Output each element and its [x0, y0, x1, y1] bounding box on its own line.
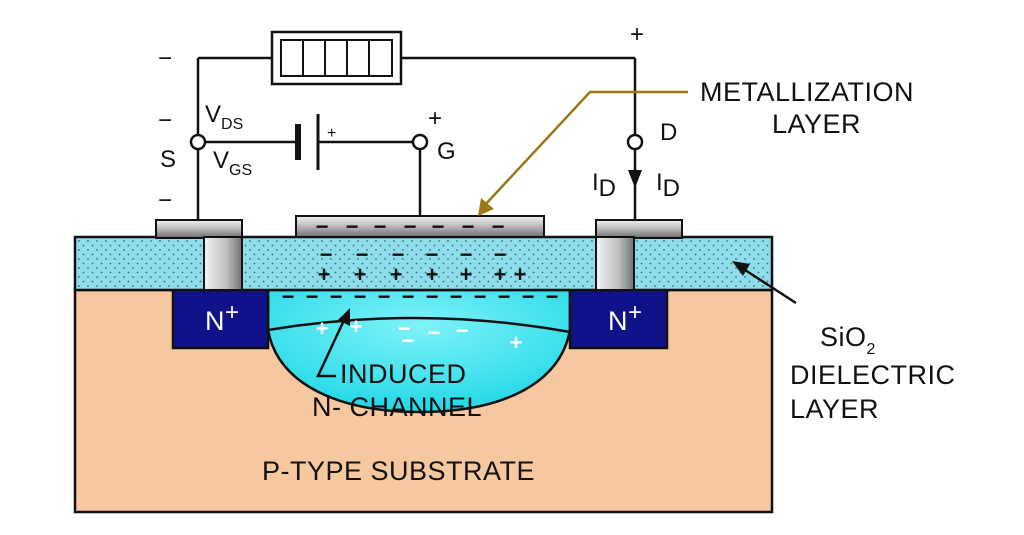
charge-signs: −−−−−−−−−−−−−+++++++−−−−−−−−−−−−++−−−−+ — [282, 214, 559, 355]
channel-electron: − — [450, 284, 463, 309]
gate-plus-sign: + — [428, 105, 442, 132]
drain-contact — [595, 219, 683, 291]
drain-label: D — [660, 119, 677, 146]
oxide-negative-charge: − — [460, 242, 473, 267]
substrate-hole: + — [316, 316, 329, 341]
channel-electron: − — [546, 284, 559, 309]
channel-electron: − — [306, 284, 319, 309]
sio2-label-line3: LAYER — [790, 394, 879, 424]
gate-negative-charge: − — [346, 214, 359, 239]
source-label: S — [160, 146, 176, 173]
drain-terminal-node — [626, 133, 644, 151]
gate-battery-plus-sign: + — [327, 125, 336, 142]
oxide-negative-charge: − — [426, 242, 439, 267]
gate-terminal-node — [411, 133, 429, 151]
gate-negative-charge: − — [374, 214, 387, 239]
vds-label: VDS — [205, 101, 243, 133]
drain-current-arrow — [628, 170, 642, 188]
sio2-callout-arrow — [732, 261, 797, 305]
metallization-callout-arrow — [478, 90, 688, 216]
gate-metallization — [295, 215, 545, 238]
source-minus-sign: − — [158, 187, 172, 214]
channel-electron: − — [282, 284, 295, 309]
oxide-positive-charge: + — [514, 262, 527, 287]
oxide-positive-charge: + — [318, 262, 331, 287]
gate-negative-charge: − — [316, 214, 329, 239]
channel-electron: − — [398, 316, 411, 341]
channel-electron: − — [456, 318, 469, 343]
circuit-wires — [196, 56, 637, 220]
drain-current-label-left: ID — [592, 169, 616, 202]
channel-electron: − — [354, 284, 367, 309]
oxide-negative-charge: − — [392, 242, 405, 267]
gate-negative-charge: − — [462, 214, 475, 239]
channel-electron: − — [426, 284, 439, 309]
metallization-label-line1: METALLIZATION — [700, 77, 914, 107]
drain-current-label-right: ID — [656, 169, 680, 202]
gate-label: G — [437, 138, 456, 165]
channel-boundary-line — [267, 316, 571, 334]
oxide-negative-charge: − — [320, 242, 333, 267]
n-plus-drain-label: N+ — [608, 299, 643, 336]
oxide-positive-charge: + — [390, 262, 403, 287]
sio2-dielectric-layer — [73, 235, 774, 292]
substrate-hole: + — [350, 314, 363, 339]
n-plus-drain-region — [568, 288, 669, 350]
channel-electron: − — [402, 284, 415, 309]
n-plus-source-region — [171, 288, 270, 350]
channel-electron: − — [474, 284, 487, 309]
sio2-label-line1: SiO2 — [820, 322, 876, 358]
induced-channel-callout-arrow — [316, 308, 350, 378]
gate-negative-charge: − — [432, 214, 445, 239]
n-plus-source-label: N+ — [205, 299, 240, 336]
induced-channel-label-line2: N- CHANNEL — [312, 392, 482, 422]
gate-negative-charge: − — [492, 214, 505, 239]
substrate-label: P-TYPE SUBSTRATE — [262, 456, 535, 486]
drain-supply-battery — [270, 30, 403, 86]
source-terminal-node — [189, 133, 207, 151]
oxide-positive-charge: + — [494, 262, 507, 287]
substrate-hole: + — [510, 330, 523, 355]
vgs-label: VGS — [213, 147, 252, 179]
oxide-positive-charge: + — [460, 262, 473, 287]
induced-channel-label-line1: INDUCED — [340, 359, 467, 389]
oxide-positive-charge: + — [354, 262, 367, 287]
channel-electron: − — [402, 328, 415, 353]
channel-electron: − — [522, 284, 535, 309]
gate-supply-battery — [295, 114, 320, 170]
gate-negative-charge: − — [404, 214, 417, 239]
oxide-negative-charge: − — [494, 242, 507, 267]
channel-electron: − — [498, 284, 511, 309]
metallization-label-line2: LAYER — [772, 109, 861, 139]
vds-minus-sign: − — [158, 107, 172, 134]
oxide-positive-charge: + — [426, 262, 439, 287]
drain-supply-minus-sign: − — [158, 45, 172, 72]
oxide-negative-charge: − — [356, 242, 369, 267]
channel-electron: − — [378, 284, 391, 309]
channel-electron: − — [428, 320, 441, 345]
channel-electron: − — [330, 284, 343, 309]
sio2-label-line2: DIELECTRIC — [790, 360, 956, 390]
drain-supply-plus-sign: + — [630, 21, 644, 48]
